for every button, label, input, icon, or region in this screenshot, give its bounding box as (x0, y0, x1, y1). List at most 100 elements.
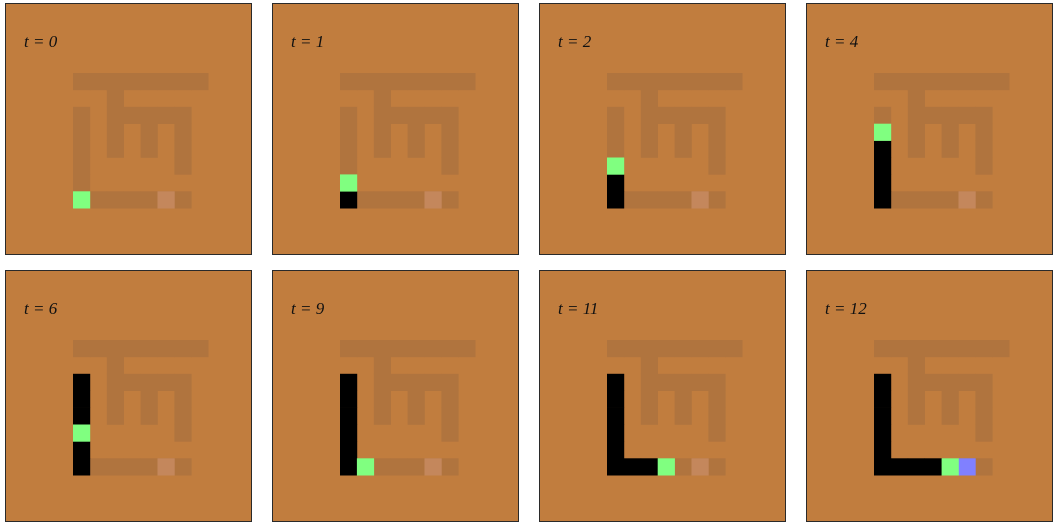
maze-wall-cell (441, 408, 458, 425)
maze-wall-cell (73, 124, 90, 141)
maze-wall-cell (141, 340, 158, 357)
maze-wall-cell (441, 458, 458, 475)
path-cell (908, 458, 925, 475)
goal-cell (692, 191, 709, 208)
maze-frame: t = 11 (539, 270, 786, 522)
maze-wall-cell (641, 408, 658, 425)
maze-wall-cell (124, 191, 141, 208)
path-cell (340, 458, 357, 475)
maze-wall-cell (158, 107, 175, 124)
maze-wall-cell (692, 73, 709, 90)
maze-wall-cell (675, 340, 692, 357)
maze-wall-cell (708, 158, 725, 175)
maze-wall-cell (908, 124, 925, 141)
maze-wall-cell (408, 124, 425, 141)
maze-wall-cell (141, 124, 158, 141)
time-step-label: t = 9 (291, 299, 324, 319)
goal-cell (158, 191, 175, 208)
maze-wall-cell (675, 107, 692, 124)
maze-wall-cell (124, 374, 141, 391)
maze-wall-cell (90, 73, 107, 90)
maze-wall-cell (908, 357, 925, 374)
maze-wall-cell (174, 107, 191, 124)
maze-wall-cell (658, 340, 675, 357)
agent-cell (874, 124, 891, 141)
maze-wall-cell (141, 107, 158, 124)
maze-wall-cell (174, 340, 191, 357)
maze-wall-cell (73, 141, 90, 158)
path-cell (340, 408, 357, 425)
maze-wall-cell (641, 357, 658, 374)
maze-wall-cell (374, 73, 391, 90)
maze-wall-cell (624, 73, 641, 90)
path-cell (73, 374, 90, 391)
maze-wall-cell (708, 73, 725, 90)
maze-wall-cell (908, 107, 925, 124)
maze-wall-cell (191, 73, 208, 90)
time-step-label: t = 0 (24, 32, 57, 52)
agent-cell (73, 191, 90, 208)
maze-wall-cell (441, 73, 458, 90)
maze-wall-cell (942, 408, 959, 425)
maze-frame: t = 6 (5, 270, 252, 522)
maze-wall-cell (874, 107, 891, 124)
maze-wall-cell (357, 73, 374, 90)
time-step-label: t = 11 (558, 299, 598, 319)
goal-cell (692, 458, 709, 475)
path-cell (73, 408, 90, 425)
maze-wall-cell (992, 73, 1009, 90)
maze-wall-cell (908, 374, 925, 391)
maze-wall-cell (374, 458, 391, 475)
maze-wall-cell (975, 124, 992, 141)
maze-wall-cell (340, 107, 357, 124)
time-step-label: t = 12 (825, 299, 867, 319)
maze-wall-cell (725, 340, 742, 357)
maze-wall-cell (73, 340, 90, 357)
maze-wall-cell (408, 340, 425, 357)
maze-wall-cell (624, 191, 641, 208)
maze-frame: t = 4 (806, 3, 1053, 255)
path-cell (607, 391, 624, 408)
path-cell (874, 441, 891, 458)
agent-cell (340, 174, 357, 191)
path-cell (874, 425, 891, 442)
maze-wall-cell (425, 107, 442, 124)
maze-wall-cell (708, 374, 725, 391)
path-cell (340, 391, 357, 408)
maze-wall-cell (158, 340, 175, 357)
maze-wall-cell (658, 107, 675, 124)
maze-wall-cell (975, 458, 992, 475)
maze-wall-cell (90, 340, 107, 357)
maze-wall-cell (959, 73, 976, 90)
maze-wall-cell (959, 374, 976, 391)
maze-wall-cell (891, 73, 908, 90)
maze-wall-cell (107, 408, 124, 425)
time-step-label: t = 2 (558, 32, 591, 52)
path-cell (607, 458, 624, 475)
maze-wall-cell (408, 374, 425, 391)
maze-wall-cell (641, 191, 658, 208)
maze-wall-cell (675, 191, 692, 208)
path-cell (607, 441, 624, 458)
maze-wall-cell (975, 340, 992, 357)
maze-wall-cell (708, 340, 725, 357)
path-cell (73, 391, 90, 408)
maze-wall-cell (425, 340, 442, 357)
maze-wall-cell (607, 124, 624, 141)
maze-wall-cell (107, 124, 124, 141)
maze-wall-cell (124, 340, 141, 357)
maze-wall-cell (607, 73, 624, 90)
maze-wall-cell (340, 158, 357, 175)
maze-wall-cell (891, 191, 908, 208)
maze-wall-cell (441, 191, 458, 208)
maze-frame: t = 9 (272, 270, 519, 522)
maze-wall-cell (374, 391, 391, 408)
maze-wall-cell (692, 107, 709, 124)
maze-wall-cell (374, 374, 391, 391)
maze-wall-cell (174, 124, 191, 141)
maze-wall-cell (374, 340, 391, 357)
maze-wall-cell (141, 73, 158, 90)
maze-wall-cell (708, 191, 725, 208)
maze-wall-cell (975, 408, 992, 425)
maze-wall-cell (174, 141, 191, 158)
